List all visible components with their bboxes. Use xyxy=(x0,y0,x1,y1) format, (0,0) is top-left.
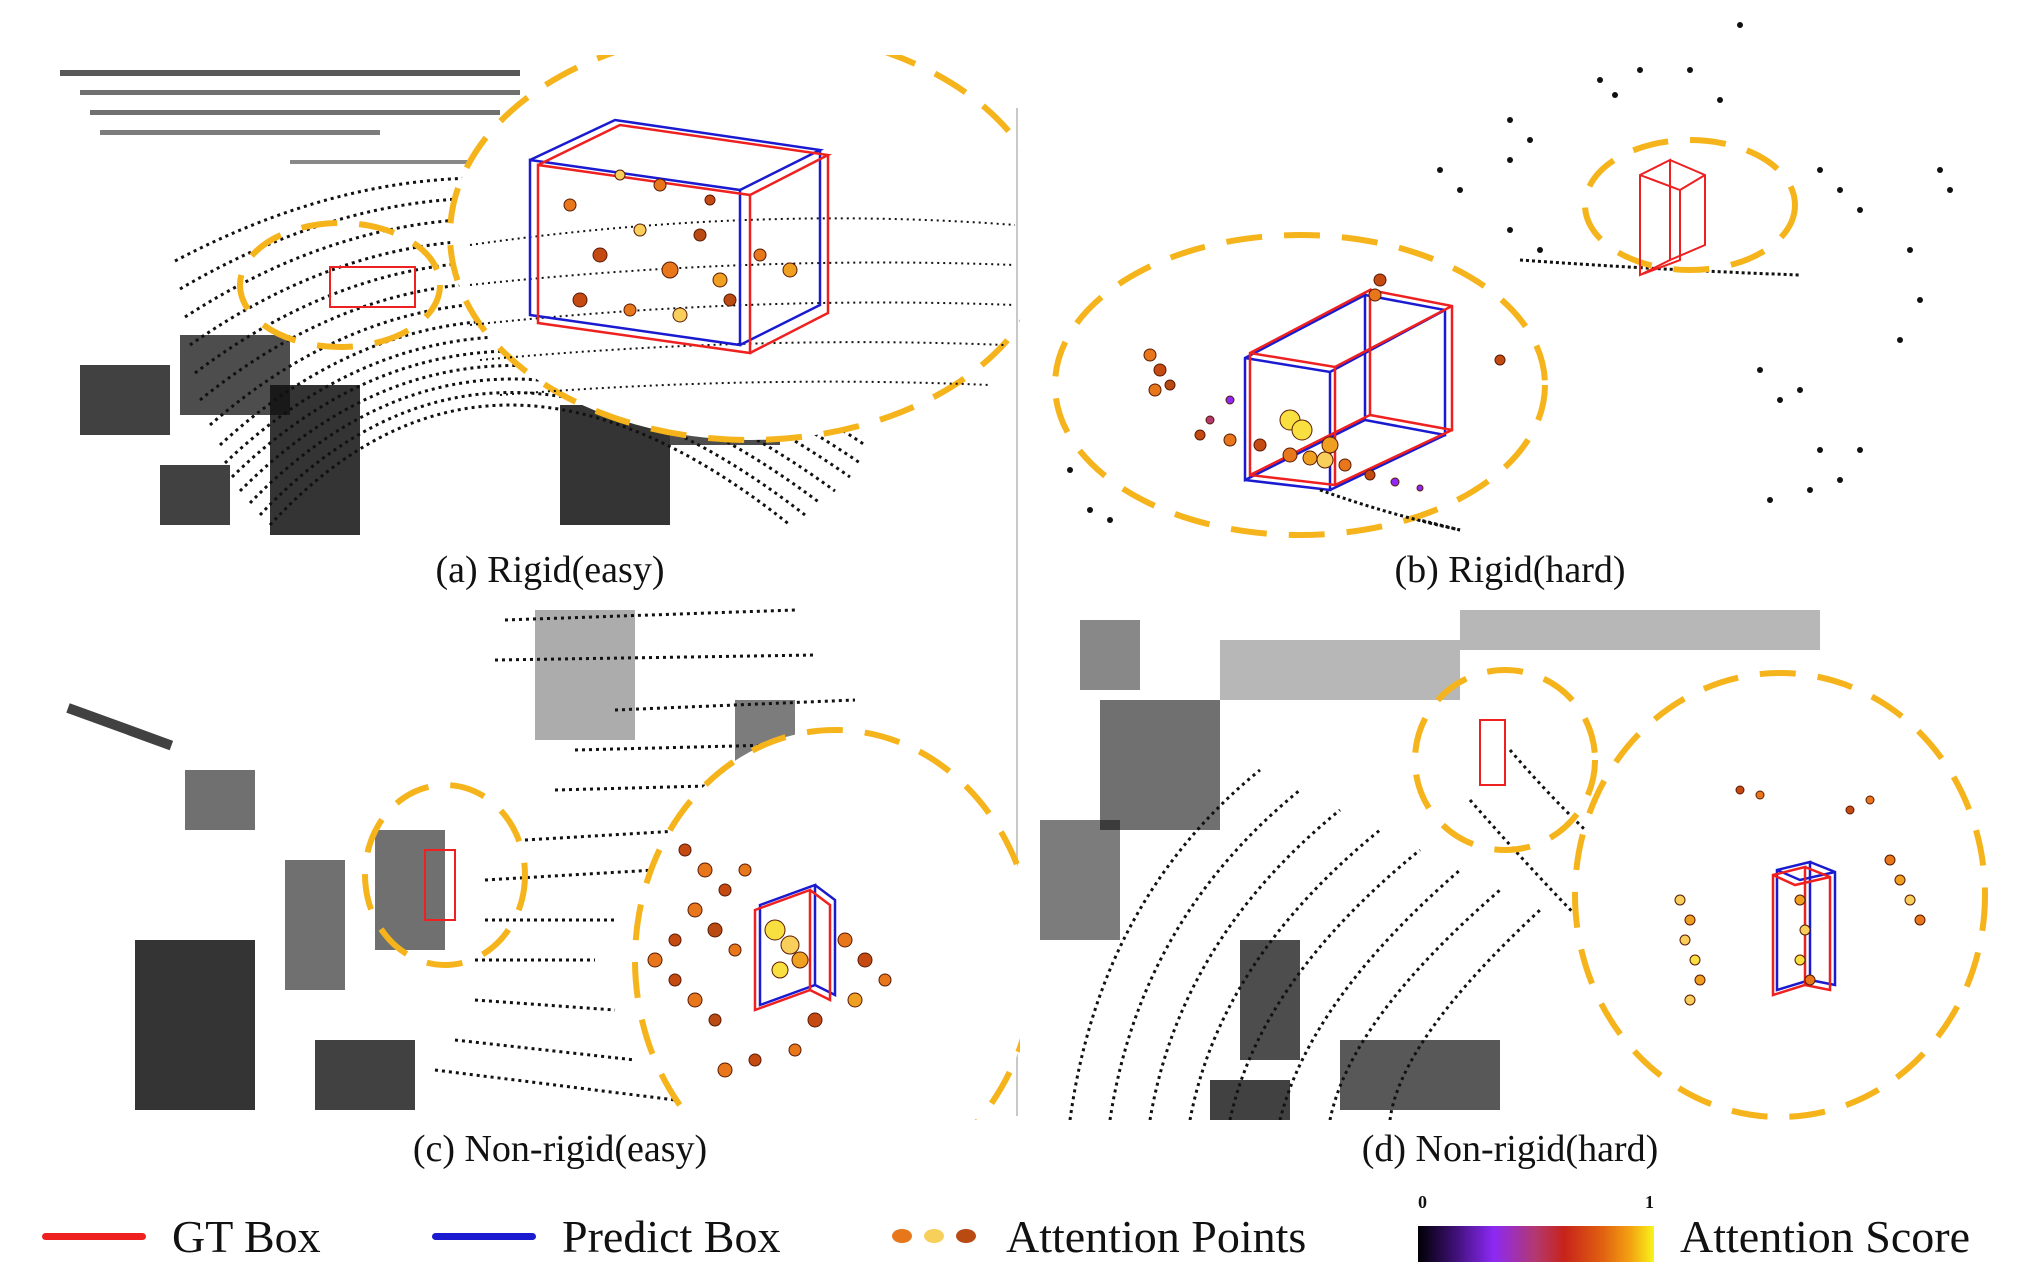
zoom-circle-large xyxy=(1572,670,1988,1120)
predict-box-3d xyxy=(1243,292,1447,492)
building-points xyxy=(1040,610,1820,1120)
legend-attention-score-label: Attention Score xyxy=(1680,1210,1970,1262)
zoom-circle-small xyxy=(362,782,528,968)
attention-points-swatch xyxy=(892,1229,976,1243)
attention-points xyxy=(1143,273,1506,492)
inset-ground-line xyxy=(1319,488,1461,532)
small-gt-box xyxy=(424,849,456,921)
attention-points xyxy=(563,169,798,323)
legend-gt-box: GT Box xyxy=(42,1196,321,1276)
ego-vehicle-hole xyxy=(400,443,580,535)
gt-box-line-swatch xyxy=(42,1232,146,1240)
attention-points xyxy=(1674,785,1926,1006)
caption-panel-b: (b) Rigid(hard) xyxy=(1394,549,1626,591)
ground-line xyxy=(1519,258,1801,277)
predict-box-line-swatch xyxy=(432,1232,536,1240)
legend-gt-box-label: GT Box xyxy=(172,1210,321,1262)
gt-box-3d xyxy=(753,888,832,1012)
panel-c-pointcloud xyxy=(66,608,1020,1120)
colorbar-wrapper: 0 1 xyxy=(1418,1192,1654,1276)
legend-predict-box-label: Predict Box xyxy=(562,1210,781,1262)
legend-predict-box: Predict Box xyxy=(432,1196,780,1276)
gt-box-3d xyxy=(1771,865,1832,997)
small-gt-box xyxy=(1479,719,1506,786)
small-gt-box xyxy=(1639,158,1706,277)
predict-box-3d xyxy=(528,118,825,347)
gt-box-3d xyxy=(1248,287,1454,487)
sparse-points xyxy=(1067,22,1953,523)
legend: GT Box Predict Box Attention Points 0 1 … xyxy=(0,1192,2037,1276)
colorbar-min-label: 0 xyxy=(1418,1192,1427,1212)
legend-attention-score: 0 1 Attention Score xyxy=(1418,1192,2018,1276)
caption-panel-a: (a) Rigid(easy) xyxy=(435,549,665,591)
zoom-circle-small xyxy=(1412,667,1598,853)
panel-b-pointcloud xyxy=(1052,22,1953,538)
caption-panel-d: (d) Non-rigid(hard) xyxy=(1361,1128,1659,1170)
small-gt-box xyxy=(329,266,416,308)
zoom-circle-large xyxy=(447,55,1020,443)
panel-d-pointcloud xyxy=(1040,610,1988,1120)
zoom-circle-small xyxy=(237,220,443,350)
legend-attention-points: Attention Points xyxy=(890,1196,1306,1276)
zoom-inset xyxy=(632,727,1020,1120)
gt-box-3d xyxy=(536,123,833,355)
panel-a-pointcloud xyxy=(60,55,1020,535)
zoom-inset xyxy=(1052,232,1548,538)
caption-panel-c: (c) Non-rigid(easy) xyxy=(412,1128,708,1170)
zoom-circle-large xyxy=(632,727,1020,1120)
zoom-inset xyxy=(447,55,1020,443)
predict-box-3d xyxy=(758,883,837,1007)
attention-points xyxy=(647,843,892,1078)
zoom-circle-small xyxy=(1582,137,1798,273)
legend-attention-points-label: Attention Points xyxy=(1006,1210,1307,1262)
attention-score-colorbar xyxy=(1418,1226,1654,1262)
zoom-circle-large xyxy=(1052,232,1548,538)
vertical-divider xyxy=(1016,108,1018,1116)
colorbar-max-label: 1 xyxy=(1645,1192,1654,1212)
zoom-inset xyxy=(1572,670,1988,1120)
